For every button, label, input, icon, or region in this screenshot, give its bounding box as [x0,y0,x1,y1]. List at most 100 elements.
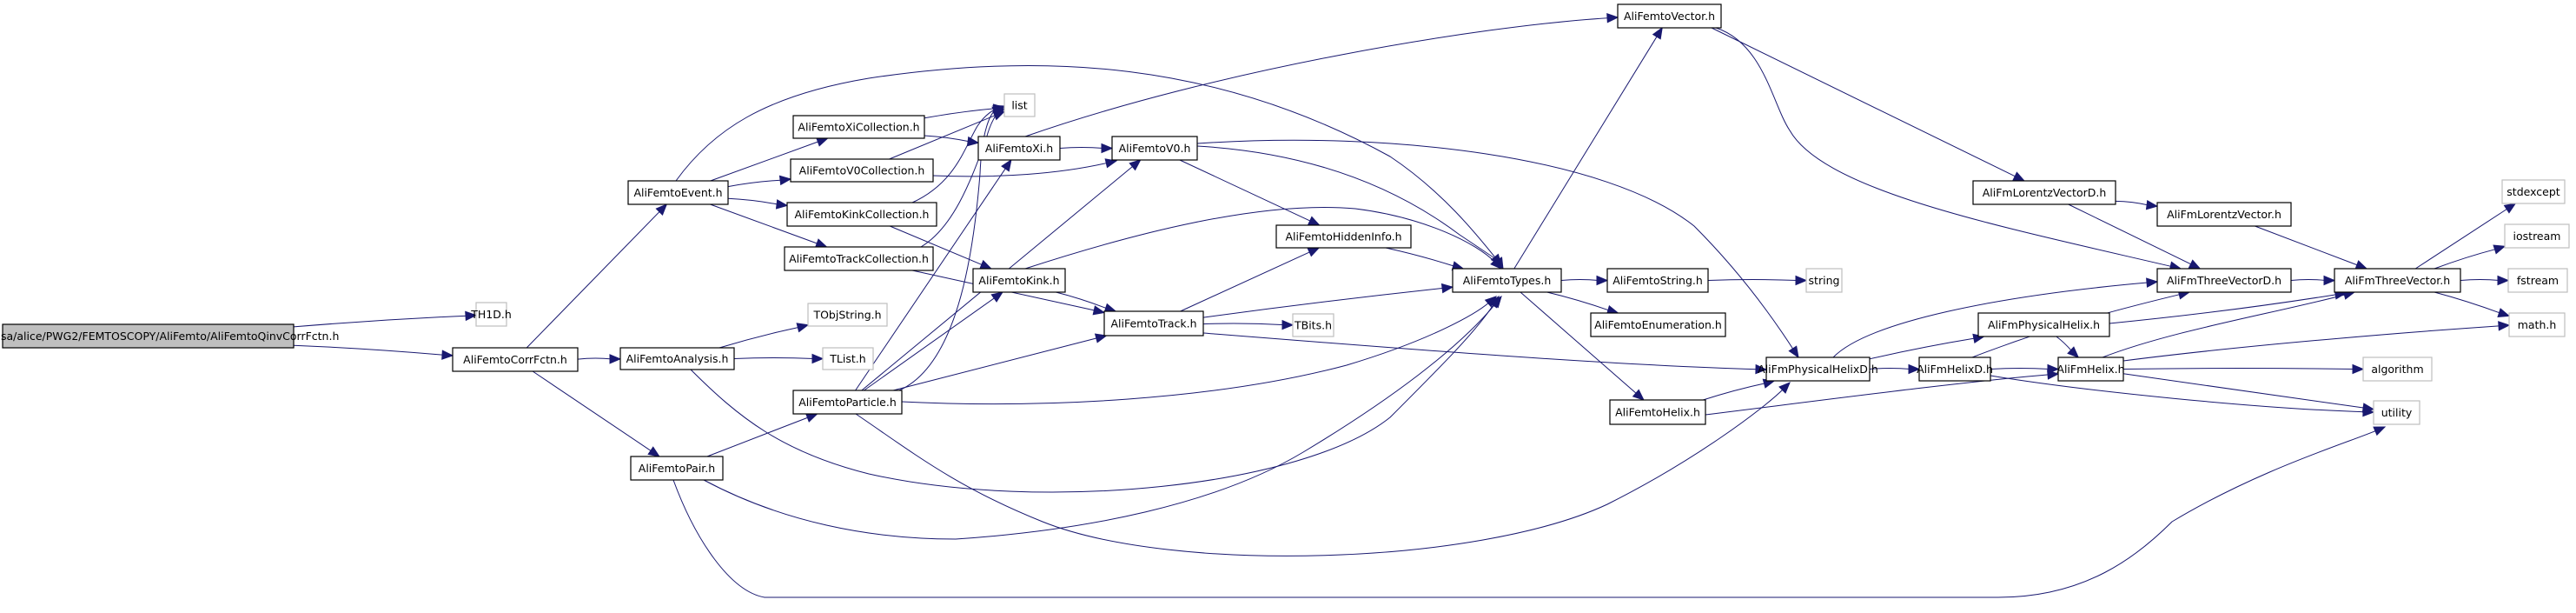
arrowhead-icon [2493,244,2506,255]
edge-pair-to-particle [706,413,818,457]
node-types[interactable]: AliFemtoTypes.h [1452,268,1562,293]
arrowhead-icon [805,413,818,423]
node-xi[interactable]: AliFemtoXi.h [977,136,1061,161]
edge-track-to-physhelixd [1202,332,1768,375]
edge-corrfctn-to-analysis [577,354,622,364]
node-label: math.h [2518,318,2557,331]
edge-line [1703,383,1766,401]
edge-line [2102,294,2347,358]
edges-layer [293,13,2517,598]
edge-line [706,416,810,457]
arrowhead-icon [2373,426,2387,436]
node-iostream: iostream [2504,223,2570,249]
node-label: AliFemtoHelix.h [1615,406,1700,419]
node-three-vector-d[interactable]: AliFmThreeVectorD.h [2156,268,2292,293]
arrowhead-icon [2012,171,2026,182]
arrowhead-icon [2354,260,2368,270]
edge-physhelixd-to-helixd [1869,363,1921,375]
node-particle[interactable]: AliFemtoParticle.h [792,390,903,415]
arrowhead-icon [1104,158,1118,169]
node-helix[interactable]: AliFmHelix.h [2056,356,2125,382]
arrowhead-icon [465,310,478,322]
edge-line [2434,248,2497,270]
node-label: TBits.h [1294,319,1332,332]
node-stdexcept: stdexcept [2501,179,2566,204]
edge-line [690,303,1495,493]
edge-lorentzd-to-lorentz [2115,199,2159,210]
edge-line [932,162,1109,177]
edge-threevec-to-stdexcept [2414,203,2517,270]
edge-event-to-kinkcoll [727,197,789,210]
node-event[interactable]: AliFemtoEvent.h [627,180,729,205]
node-label: iostream [2513,230,2561,243]
node-femto-string[interactable]: AliFemtoString.h [1606,268,1709,293]
edge-line [889,114,997,160]
node-helix-d[interactable]: AliFmHelixD.h [1917,356,1993,382]
edge-particle-to-list [898,105,1005,391]
node-pair[interactable]: AliFemtoPair.h [630,456,724,481]
arrowhead-icon [2497,275,2510,286]
node-label: AliFemtoString.h [1612,274,1703,287]
arrowhead-icon [1490,295,1502,309]
node-label: AliFemtoVector.h [1624,10,1715,23]
arrowhead-icon [814,238,828,249]
edge-v0coll-to-v0 [932,158,1118,177]
edge-line [855,167,1007,391]
node-v0[interactable]: AliFemtoV0.h [1111,136,1198,161]
edge-line [855,388,1785,556]
node-label: AliFemtoAnalysis.h [626,352,729,365]
node-enumeration[interactable]: AliFemtoEnumeration.h [1590,312,1726,337]
node-tobjstring: TObjString.h [807,303,888,327]
arrowhead-icon [2188,259,2202,270]
edge-line [2122,368,2355,370]
nodes-layer: /Users/lisa/alice/PWG2/FEMTOSCOPY/AliFem… [0,3,2570,481]
node-label: AliFemtoTypes.h [1463,274,1552,287]
edge-line [718,326,800,349]
edge-line [1711,27,2017,178]
node-corrfctn[interactable]: AliFemtoCorrFctn.h [452,347,579,372]
edge-physhelix-to-threevec [2109,290,2348,324]
arrowhead-icon [609,354,622,364]
node-hidden-info[interactable]: AliFemtoHiddenInfo.h [1275,224,1412,249]
edge-line [1832,282,2149,358]
node-physical-helix-d[interactable]: AliFmPhysicalHelixD.h [1758,356,1878,382]
node-lorentz-vector-d[interactable]: AliFmLorentzVectorD.h [1972,180,2116,205]
node-label: AliFemtoTrack.h [1110,317,1196,330]
node-track[interactable]: AliFemtoTrack.h [1103,310,1204,336]
edge-line [672,430,2377,598]
edge-root-to-corrfctn [293,344,454,360]
node-three-vector[interactable]: AliFmThreeVector.h [2334,268,2461,293]
arrowhead-icon [815,137,829,147]
edge-line [1202,323,1285,326]
arrowhead-icon [2323,275,2336,286]
node-xi-collection[interactable]: AliFemtoXiCollection.h [792,115,925,139]
edge-threevec-to-iostream [2434,244,2506,270]
edge-line [1513,35,1659,270]
arrowhead-icon [1596,275,1609,286]
node-vector[interactable]: AliFemtoVector.h [1617,3,1722,29]
node-physical-helix[interactable]: AliFmPhysicalHelix.h [1977,312,2110,337]
node-label: AliFmPhysicalHelix.h [1988,318,2100,331]
node-v0-collection[interactable]: AliFemtoV0Collection.h [790,158,934,183]
edge-particle-to-kink [864,291,1004,391]
edge-fhelix-to-helix [1705,370,2060,416]
edge-line [2115,200,2149,206]
node-analysis[interactable]: AliFemtoAnalysis.h [619,347,735,370]
arrowhead-icon [1307,247,1321,257]
node-track-collection[interactable]: AliFemtoTrackCollection.h [784,246,934,271]
node-femto-helix[interactable]: AliFemtoHelix.h [1609,399,1706,425]
node-label: AliFemtoTrackCollection.h [789,252,929,265]
edge-kinkcoll-to-kink [890,225,993,270]
node-label: AliFmThreeVector.h [2345,274,2450,287]
edge-particle-to-physhelixd [855,382,1791,556]
node-root-file[interactable]: /Users/lisa/alice/PWG2/FEMTOSCOPY/AliFem… [0,323,339,349]
node-kink[interactable]: AliFemtoKink.h [972,268,1066,293]
edge-fhelix-to-physhelixd [1703,378,1776,401]
node-kink-collection[interactable]: AliFemtoKinkCollection.h [786,202,937,227]
node-lorentz-vector[interactable]: AliFmLorentzVector.h [2156,202,2292,227]
edge-line [727,179,783,188]
edge-line [2109,294,2338,324]
arrowhead-icon [655,203,668,216]
edge-line [2068,203,2193,266]
node-label: AliFemtoXi.h [985,142,1053,155]
